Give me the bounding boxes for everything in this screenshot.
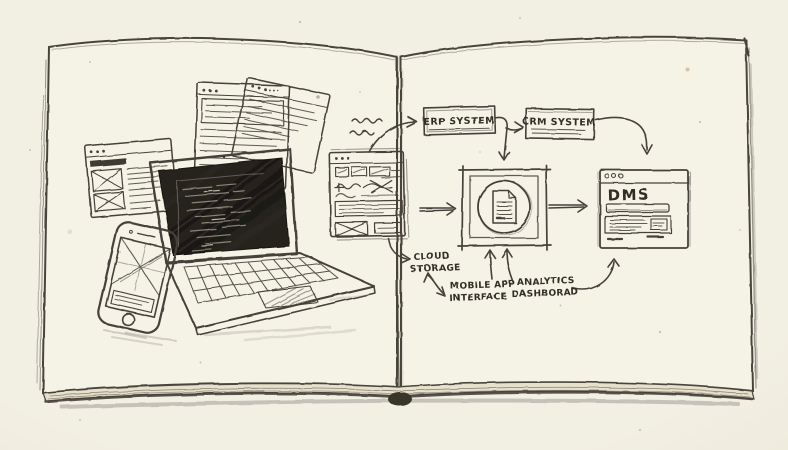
browser-dots-icon — [604, 173, 624, 179]
dms-label: DMS — [607, 185, 650, 204]
erp-label: ERP SYSTEM — [423, 115, 494, 128]
browser-dots-icon — [202, 89, 218, 93]
laptop-keyboard — [183, 256, 339, 304]
arrow-processor-to-dms — [548, 199, 588, 213]
svg-text:STORAGE: STORAGE — [410, 263, 460, 276]
home-button-icon — [121, 312, 135, 327]
shadow-hatching — [103, 293, 373, 346]
crm-label: CRM SYSTEM — [522, 116, 596, 128]
laptop — [148, 147, 376, 336]
crm-system-box: CRM SYSTEM — [522, 107, 596, 141]
svg-text:DASHBORAD: DASHBORAD — [512, 288, 579, 300]
dms-search-bar — [605, 203, 670, 213]
laptop-trackpad — [257, 285, 319, 309]
svg-text:INTERFACE: INTERFACE — [449, 292, 507, 304]
arrow-cloud-mobile-bidirectional — [423, 272, 446, 297]
arrow-analytics-to-dms — [571, 258, 620, 291]
dms-window: DMS — [597, 169, 691, 249]
erp-system-box: ERP SYSTEM — [422, 105, 497, 136]
arrow-analytics-to-processor — [501, 248, 514, 282]
document-processor-box — [457, 164, 552, 251]
smartphone — [97, 221, 179, 334]
arrow-wireframes-to-erp — [368, 116, 418, 153]
svg-text:ANALYTICS: ANALYTICS — [517, 276, 575, 288]
laptop-base-edge — [195, 285, 376, 336]
right-page — [400, 36, 755, 393]
webcam-icon — [222, 155, 226, 159]
code-lines — [182, 183, 252, 252]
browser-dots-icon — [334, 156, 350, 160]
label-mobile-app-interface: MOBILE APP INTERFACE — [449, 280, 515, 304]
paper-speckles — [29, 17, 741, 432]
arrow-mobile-to-processor — [484, 249, 496, 280]
page-fold — [396, 57, 400, 388]
arrow-erp-to-crm — [505, 121, 524, 133]
arrow-crm-to-dms — [595, 116, 653, 155]
squiggle-annotation — [349, 118, 383, 136]
arrow-wireframe-to-cloud-storage — [387, 237, 411, 264]
spine-bottom — [388, 392, 412, 406]
browser-dots-icon — [251, 85, 267, 91]
label-cloud-storage: CLOUD STORAGE — [410, 251, 460, 276]
document-icon — [492, 190, 517, 224]
browser-wireframe-dashboard — [328, 147, 410, 241]
browser-dots-icon — [90, 149, 105, 154]
arrow-wireframe-to-processor — [419, 202, 457, 216]
browser-wireframe-right — [231, 77, 331, 174]
label-analytics-dashboard: ANALYTICS DASHBORAD — [512, 276, 579, 300]
svg-text:CLOUD: CLOUD — [413, 251, 449, 263]
flow-arrows — [368, 116, 653, 297]
svg-text:MOBILE APP: MOBILE APP — [450, 280, 515, 292]
book — [36, 36, 759, 409]
